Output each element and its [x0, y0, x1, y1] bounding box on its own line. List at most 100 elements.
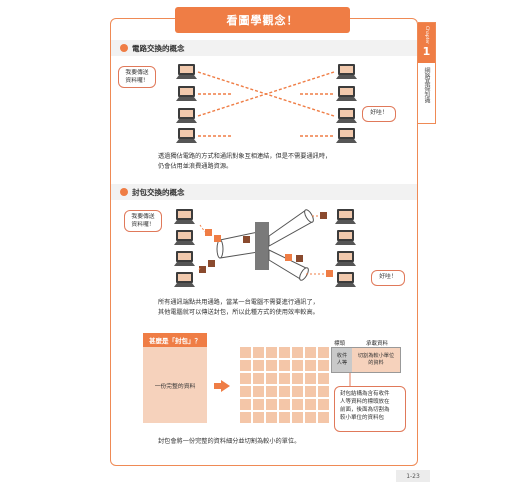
packet-icon: [214, 235, 221, 242]
pipe-right-bottom-mouth: [299, 267, 309, 281]
data-piece: [266, 399, 277, 410]
section1-caption: 透過獨佔電路的方式和通訊對象互相連結，但是不需要通訊時， 仍會佔用並浪費通路資源…: [158, 152, 331, 172]
data-piece: [292, 373, 303, 384]
data-piece: [292, 360, 303, 371]
packet-body: 切割為較小單位 的資料: [352, 348, 400, 372]
caption-line: 其他電腦就可以傳送封包，所以此種方式的使用效率較高。: [158, 309, 319, 316]
packet-icon: [208, 260, 215, 267]
section2-heading: 封包交換的概念: [120, 185, 185, 199]
chapter-word: Chapter: [424, 26, 429, 44]
bullet-icon: [120, 188, 128, 196]
data-piece: [305, 386, 316, 397]
data-piece: [305, 412, 316, 423]
data-piece: [318, 386, 329, 397]
laptop-icon: [335, 209, 356, 224]
packet-icon: [285, 254, 292, 261]
laptop-icon: [336, 64, 357, 79]
packet-body-line: 切割為較小單位: [357, 353, 395, 359]
data-piece: [266, 347, 277, 358]
page-title: 看圖學觀念！: [175, 7, 350, 33]
bullet-icon: [120, 44, 128, 52]
laptop-icon: [176, 64, 197, 79]
section1-head-bg: [111, 40, 417, 56]
packet-box-heading: 甚麼是「封包」？: [143, 333, 207, 347]
laptop-icon: [335, 230, 356, 245]
bubble-line: 資料囉！: [125, 78, 149, 84]
section2-sender-bubble: 我要傳送 資料囉！: [124, 210, 162, 232]
laptop-icon: [174, 251, 195, 266]
bubble-line: 好哇！: [370, 110, 388, 116]
split-data-grid: [240, 347, 329, 423]
bubble-line: 我要傳送: [125, 70, 149, 76]
bubble-line: 好哇！: [379, 274, 397, 280]
data-piece: [318, 373, 329, 384]
section2-heading-text: 封包交換的概念: [132, 187, 185, 197]
data-piece: [292, 412, 303, 423]
data-piece: [279, 347, 290, 358]
data-label: 承載資料: [366, 341, 389, 347]
data-piece: [253, 399, 264, 410]
arrow-right-icon: [221, 380, 230, 392]
data-piece: [240, 373, 251, 384]
laptop-icon: [174, 272, 195, 287]
data-piece: [240, 386, 251, 397]
chapter-tab-header: Chapter 1: [418, 23, 435, 63]
data-piece: [305, 399, 316, 410]
data-piece: [240, 347, 251, 358]
data-piece: [279, 399, 290, 410]
note-line: 封包結構為含有收件: [340, 391, 390, 397]
section1-receiver-bubble: 好哇！: [362, 106, 396, 122]
section1-heading-text: 電路交換的概念: [132, 43, 185, 53]
data-piece: [240, 399, 251, 410]
packet-trail: [198, 267, 201, 271]
packet-icon: [320, 212, 327, 219]
laptop-icon: [174, 230, 195, 245]
laptop-icon: [174, 209, 195, 224]
chapter-tab: Chapter 1 網路基礎知識: [418, 22, 436, 124]
data-piece: [305, 373, 316, 384]
laptop-icon: [336, 128, 357, 143]
data-piece: [318, 360, 329, 371]
note-line: 較小單位的資料包: [340, 415, 385, 421]
data-piece: [305, 360, 316, 371]
laptop-icon: [336, 108, 357, 123]
data-piece: [318, 347, 329, 358]
section2-head-bg: [111, 184, 417, 200]
data-piece: [240, 360, 251, 371]
data-piece: [253, 386, 264, 397]
packet-note: 封包結構為含有收件 人等資料的標頭放在 前面，後面為切割為 較小單位的資料包: [334, 386, 406, 432]
packet-body-line: 的資料: [368, 360, 384, 366]
chapter-number: 1: [422, 45, 431, 58]
packet-icon: [199, 266, 206, 273]
caption-line: 仍會佔用並浪費通路資源。: [158, 163, 233, 170]
data-piece: [253, 347, 264, 358]
data-piece: [292, 347, 303, 358]
bubble-line: 我要傳送: [131, 214, 155, 220]
laptop-icon: [176, 128, 197, 143]
laptop-icon: [335, 272, 356, 287]
data-piece: [279, 386, 290, 397]
pipe-left: [219, 231, 259, 259]
packet-header-line: 人等: [336, 360, 348, 366]
packet-icon: [326, 270, 333, 277]
laptop-icon: [176, 86, 197, 101]
whole-data-label: 一份完整的資料: [154, 383, 196, 390]
arrow-right-icon-stem: [214, 383, 222, 389]
packet-icon: [205, 229, 212, 236]
caption-line: 所有通訊端點共用通路，當某一台電腦不需要進行通訊了，: [158, 299, 319, 306]
data-piece: [318, 399, 329, 410]
data-piece: [292, 399, 303, 410]
section1-sender-bubble: 我要傳送 資料囉！: [118, 66, 156, 88]
data-piece: [266, 373, 277, 384]
section2-caption: 所有通訊端點共用通路，當某一台電腦不需要進行通訊了， 其他電腦就可以傳送封包，所…: [158, 298, 319, 318]
pipe-right-top-mouth: [304, 209, 314, 223]
data-piece: [266, 386, 277, 397]
data-piece: [253, 412, 264, 423]
section1-heading: 電路交換的概念: [120, 41, 185, 55]
section2-receiver-bubble: 好哇！: [371, 270, 405, 286]
data-piece: [305, 347, 316, 358]
packet-header: 收件 人等: [332, 348, 352, 372]
data-piece: [318, 412, 329, 423]
packet-caption: 封包會將一份完整的資料細分並切割為較小的單位。: [158, 438, 301, 445]
